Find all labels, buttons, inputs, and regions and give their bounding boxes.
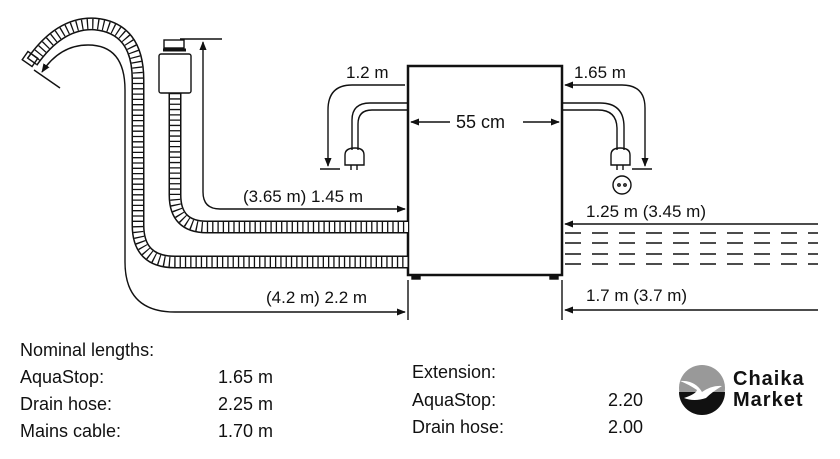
nominal-drain-label: Drain hose: — [20, 394, 113, 414]
inlet-hose-right-label: 1.25 m (3.45 m) — [586, 202, 706, 221]
foot-left — [411, 274, 421, 280]
drain-hose-left-arrow — [41, 44, 406, 316]
foot-right — [549, 274, 559, 280]
chaika-market-logo-icon — [679, 365, 725, 415]
drain-hose-left-label: (4.2 m) 2.2 m — [266, 288, 368, 307]
extension-title: Extension: — [412, 362, 497, 382]
inlet-hose-left-label: (3.65 m) 1.45 m — [243, 187, 363, 206]
cable-left-arrow — [324, 84, 405, 167]
socket-icon — [612, 175, 632, 195]
nominal-title: Nominal lengths: — [20, 340, 155, 360]
logo-line2: Market — [733, 389, 804, 411]
cable-right-arrow — [564, 81, 649, 167]
plug-left-icon — [344, 147, 365, 166]
logo-text: Chaika Market — [733, 369, 805, 411]
logo-line1: Chaika — [733, 368, 805, 390]
nominal-mains-label: Mains cable: — [20, 421, 122, 441]
dishwasher-cabinet — [406, 64, 564, 277]
plug-right-icon — [610, 147, 631, 166]
nominal-drain-value: 2.25 m — [218, 394, 274, 414]
extension-dashed-lines — [565, 232, 818, 265]
width-label: 55 cm — [456, 112, 506, 132]
extension-aquastop-value: 2.20 — [608, 390, 644, 410]
nominal-mains-value: 1.70 m — [218, 421, 274, 441]
cable-left-label: 1.2 m — [346, 63, 389, 82]
cable-right-label: 1.65 m — [574, 63, 626, 82]
nominal-aquastop-label: AquaStop: — [20, 367, 105, 387]
extension-drain-label: Drain hose: — [412, 417, 505, 437]
extension-drain-value: 2.00 — [608, 417, 644, 437]
extension-aquastop-label: AquaStop: — [412, 390, 497, 410]
drain-hose-right-label: 1.7 m (3.7 m) — [586, 286, 688, 305]
aquastop-valve — [158, 53, 192, 94]
nominal-aquastop-value: 1.65 m — [218, 367, 274, 387]
